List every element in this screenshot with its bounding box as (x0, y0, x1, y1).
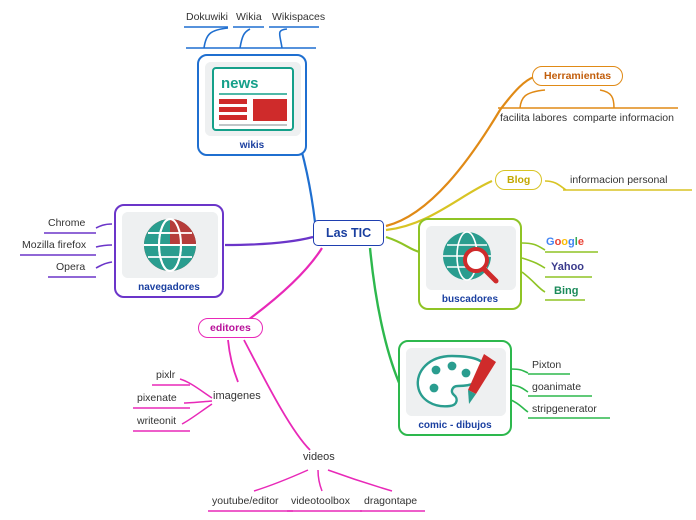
leaf-goanimate[interactable]: goanimate (532, 381, 582, 393)
leaf-comparte-informacion[interactable]: comparte informacion (573, 112, 674, 124)
node-editores[interactable]: editores (198, 318, 263, 338)
leaf-pixlr[interactable]: pixlr (156, 369, 176, 381)
node-navegadores[interactable]: navegadores (114, 204, 224, 298)
node-blog[interactable]: Blog (495, 170, 543, 190)
node-wikis-label: wikis (239, 140, 265, 151)
leaf-pixenate[interactable]: pixenate (137, 392, 177, 404)
leaf-chrome[interactable]: Chrome (48, 217, 86, 229)
leaf-dragontape[interactable]: dragontape (364, 495, 418, 507)
leaf-mozilla-firefox[interactable]: Mozilla firefox (22, 239, 87, 251)
leaf-informacion-personal[interactable]: informacion personal (570, 174, 668, 186)
leaf-wikispaces[interactable]: Wikispaces (272, 11, 326, 23)
leaf-pixton[interactable]: Pixton (532, 359, 562, 371)
node-comic-dibujos[interactable]: comic - dibujos (398, 340, 512, 436)
node-videos[interactable]: videos (303, 451, 335, 463)
leaf-bing[interactable]: Bing (554, 285, 579, 297)
central-node-las-tic[interactable]: Las TIC (313, 220, 385, 246)
search-globe-icon (426, 226, 516, 290)
node-wikis[interactable]: news wikis (197, 54, 307, 156)
node-buscadores-label: buscadores (441, 294, 499, 305)
leaf-dokuwiki[interactable]: Dokuwiki (186, 11, 229, 23)
leaf-opera[interactable]: Opera (56, 261, 86, 273)
node-imagenes[interactable]: imagenes (213, 390, 261, 402)
node-navegadores-label: navegadores (138, 282, 200, 293)
node-buscadores[interactable]: buscadores (418, 218, 522, 310)
news-thumbnail-text: news (221, 75, 259, 92)
node-comic-dibujos-label: comic - dibujos (418, 420, 492, 431)
news-thumbnail-icon: news (205, 62, 301, 136)
node-herramientas[interactable]: Herramientas (532, 66, 624, 86)
globe-browser-icon (122, 212, 218, 278)
leaf-stripgenerator[interactable]: stripgenerator (532, 403, 597, 415)
leaf-facilita-labores[interactable]: facilita labores (500, 112, 568, 124)
leaf-google[interactable]: Google (546, 236, 584, 248)
leaf-videotoolbox[interactable]: videotoolbox (291, 495, 350, 507)
leaf-wikia[interactable]: Wikia (236, 11, 262, 23)
leaf-yahoo[interactable]: Yahoo (551, 261, 585, 273)
leaf-youtube-editor[interactable]: youtube/editor (212, 495, 279, 507)
palette-brush-icon (406, 348, 506, 416)
leaf-writeonit[interactable]: writeonit (137, 415, 177, 427)
